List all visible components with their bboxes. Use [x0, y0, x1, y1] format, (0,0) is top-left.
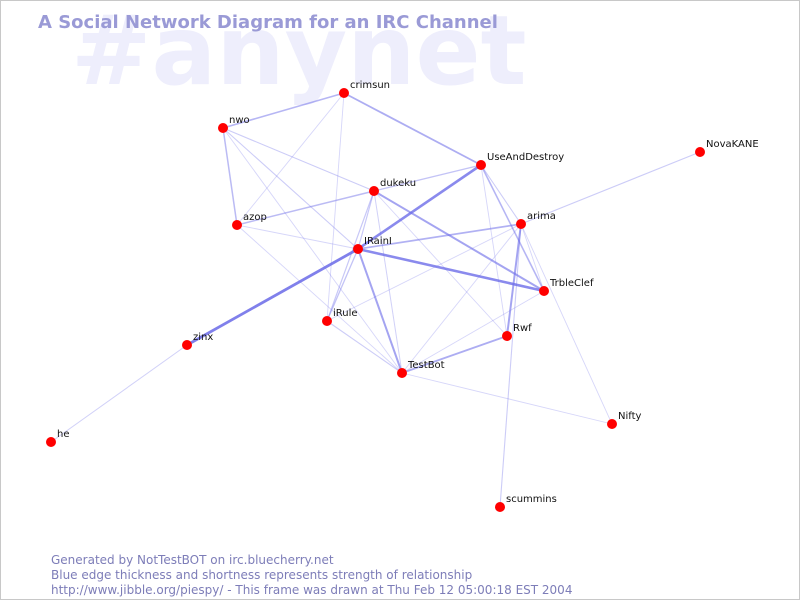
- edge-azop-TestBot: [236, 224, 403, 374]
- edge-IRainI-TestBot: [357, 248, 403, 374]
- edge-dukeku-IRainI: [357, 190, 375, 250]
- node-label: dukeku: [380, 178, 416, 189]
- edge-IRainI-arima: [357, 223, 522, 250]
- node-label: azop: [243, 212, 267, 223]
- node-label: TestBot: [407, 360, 445, 371]
- node-UseAndDestroy: UseAndDestroy: [476, 152, 564, 170]
- edge-dukeku-Rwf: [373, 190, 508, 337]
- node-label: zinx: [193, 332, 213, 343]
- node-marker: [182, 340, 192, 350]
- node-label: UseAndDestroy: [487, 152, 564, 163]
- edge-IRainI-iRule: [326, 248, 359, 322]
- node-marker: [369, 186, 379, 196]
- edge-arima-Nifty: [520, 223, 613, 425]
- node-marker: [695, 147, 705, 157]
- edge-crimsun-iRule: [326, 92, 345, 322]
- edge-arima-Rwf: [506, 223, 522, 337]
- node-nwo: nwo: [218, 115, 250, 133]
- node-marker: [495, 502, 505, 512]
- edge-arima-scummins: [499, 223, 522, 508]
- node-label: scummins: [506, 494, 557, 505]
- edge-arima-TestBot: [401, 223, 522, 374]
- edge-Rwf-TestBot: [401, 335, 508, 374]
- edge-TrbleClef-TestBot: [401, 290, 545, 374]
- edge-crimsun-UseAndDestroy: [343, 92, 482, 166]
- node-label: NovaKANE: [706, 139, 759, 150]
- edge-nwo-dukeku: [222, 127, 375, 192]
- node-crimsun: crimsun: [339, 80, 390, 98]
- footer-generated-by: Generated by NotTestBOT on irc.bluecherr…: [51, 553, 334, 567]
- footer: Generated by NotTestBOT on irc.bluecherr…: [51, 553, 572, 598]
- node-marker: [46, 437, 56, 447]
- node-marker: [232, 220, 242, 230]
- edge-nwo-TestBot: [222, 127, 403, 374]
- edge-UseAndDestroy-TrbleClef: [480, 164, 545, 292]
- node-label: iRule: [333, 308, 358, 319]
- node-Nifty: Nifty: [607, 411, 642, 429]
- node-marker: [397, 368, 407, 378]
- footer-legend-note: Blue edge thickness and shortness repres…: [51, 568, 473, 582]
- footer-source-timestamp: http://www.jibble.org/piespy/ - This fra…: [51, 583, 573, 597]
- diagram-title: A Social Network Diagram for an IRC Chan…: [38, 12, 498, 33]
- node-label: he: [57, 429, 70, 440]
- edge-nwo-azop: [222, 127, 238, 226]
- channel-watermark: #anynet: [71, 0, 527, 107]
- edge-arima-iRule: [326, 223, 522, 322]
- node-label: Rwf: [513, 323, 532, 334]
- node-marker: [353, 244, 363, 254]
- node-label: TrbleClef: [549, 278, 594, 289]
- node-TestBot: TestBot: [397, 360, 445, 378]
- node-marker: [502, 331, 512, 341]
- edge-NovaKANE-arima: [520, 151, 701, 225]
- edge-UseAndDestroy-IRainI: [357, 163, 482, 251]
- node-dukeku: dukeku: [369, 178, 416, 196]
- edge-UseAndDestroy-dukeku: [373, 164, 482, 192]
- node-label: arima: [527, 211, 556, 222]
- node-marker: [322, 316, 332, 326]
- edge-TestBot-Nifty: [401, 372, 613, 425]
- node-marker: [218, 123, 228, 133]
- edge-arima-TrbleClef: [520, 223, 545, 292]
- node-label: nwo: [229, 115, 250, 126]
- node-zinx: zinx: [182, 332, 213, 350]
- node-iRule: iRule: [322, 308, 358, 326]
- edge-zinx-he: [50, 344, 188, 443]
- edge-dukeku-iRule: [326, 190, 375, 322]
- edge-layer: [50, 92, 701, 508]
- node-scummins: scummins: [495, 494, 557, 512]
- edge-UseAndDestroy-Rwf: [480, 164, 508, 337]
- node-label: IRainI: [364, 236, 392, 247]
- edge-UseAndDestroy-arima: [480, 164, 522, 225]
- edge-azop-IRainI: [236, 224, 359, 250]
- node-marker: [516, 219, 526, 229]
- node-IRainI: IRainI: [353, 236, 392, 254]
- node-TrbleClef: TrbleClef: [539, 278, 594, 296]
- edge-iRule-TestBot: [326, 320, 403, 374]
- edge-crimsun-azop: [236, 92, 345, 226]
- node-marker: [339, 88, 349, 98]
- edge-IRainI-zinx: [186, 247, 359, 347]
- edge-dukeku-azop: [236, 190, 375, 226]
- node-marker: [539, 286, 549, 296]
- node-Rwf: Rwf: [502, 323, 532, 341]
- edge-nwo-IRainI: [222, 127, 359, 250]
- edge-dukeku-TestBot: [373, 190, 403, 374]
- node-azop: azop: [232, 212, 267, 230]
- node-arima: arima: [516, 211, 556, 229]
- edge-nwo-crimsun: [222, 92, 345, 129]
- node-NovaKANE: NovaKANE: [695, 139, 759, 157]
- node-label: Nifty: [618, 411, 642, 422]
- node-marker: [476, 160, 486, 170]
- node-he: he: [46, 429, 70, 447]
- node-label: crimsun: [350, 80, 390, 91]
- node-marker: [607, 419, 617, 429]
